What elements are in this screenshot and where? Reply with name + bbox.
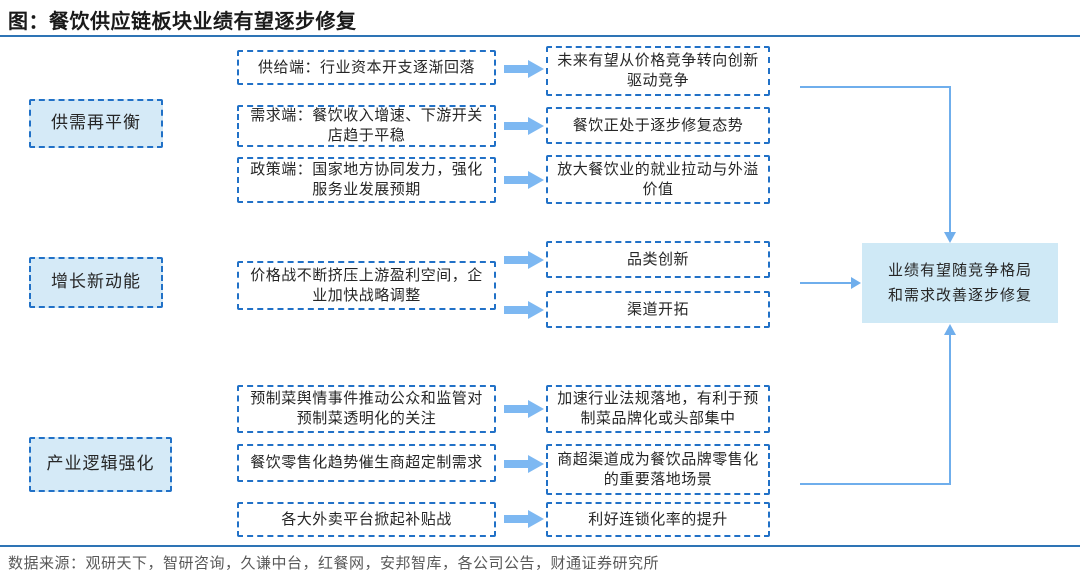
- cause-box-prepared-food-opinion: 预制菜舆情事件推动公众和监管对预制菜透明化的关注: [237, 385, 496, 433]
- figure-title: 图：餐饮供应链板块业绩有望逐步修复: [8, 11, 357, 33]
- cause-text: 价格战不断挤压上游盈利空间，企业加快战略调整: [250, 265, 483, 304]
- cause-text: 餐饮零售化趋势催生商超定制需求: [250, 453, 483, 472]
- group-label-text: 供需再平衡: [51, 113, 141, 134]
- cause-box-retailization-trend: 餐饮零售化趋势催生商超定制需求: [237, 444, 496, 482]
- right-arrow-icon: [504, 117, 544, 135]
- footer-divider: [0, 545, 1080, 547]
- effect-text: 加速行业法规落地，有利于预制菜品牌化或头部集中: [557, 389, 759, 427]
- group-label-text: 增长新动能: [51, 272, 141, 293]
- effect-text: 未来有望从价格竞争转向创新驱动竞争: [557, 51, 759, 89]
- title-divider: [0, 35, 1080, 37]
- group-label-industry-logic: 产业逻辑强化: [29, 437, 172, 492]
- cause-box-supply-side: 供给端：行业资本开支逐渐回落: [237, 50, 496, 85]
- cause-box-price-war: 价格战不断挤压上游盈利空间，企业加快战略调整: [237, 261, 496, 310]
- group-label-new-growth-drivers: 增长新动能: [29, 257, 163, 308]
- right-arrow-icon: [504, 60, 544, 78]
- effect-box-innovation-competition: 未来有望从价格竞争转向创新驱动竞争: [546, 46, 770, 96]
- effect-text: 渠道开拓: [626, 299, 689, 318]
- effect-text: 放大餐饮业的就业拉动与外溢价值: [557, 159, 759, 198]
- effect-text: 餐饮正处于逐步修复态势: [572, 115, 744, 134]
- cause-text: 需求端：餐饮收入增速、下游开关店趋于平稳: [250, 106, 483, 144]
- right-arrow-icon: [504, 251, 544, 269]
- effect-box-category-innovation: 品类创新: [546, 241, 770, 278]
- effect-box-chain-rate: 利好连锁化率的提升: [546, 502, 770, 537]
- right-arrow-icon: [504, 301, 544, 319]
- conclusion-text: 业绩有望随竞争格局和需求改善逐步修复: [888, 261, 1033, 304]
- effect-text: 商超渠道成为餐饮品牌零售化的重要落地场景: [557, 449, 759, 488]
- group-label-text: 产业逻辑强化: [46, 454, 155, 475]
- cause-text: 供给端：行业资本开支逐渐回落: [257, 57, 475, 76]
- right-arrow-icon: [504, 510, 544, 528]
- data-source-note: 数据来源：观研天下，智研咨询，久谦中台，红餐网，安邦智库，各公司公告，财通证券研…: [8, 555, 660, 572]
- effect-box-recovery-trend: 餐饮正处于逐步修复态势: [546, 107, 770, 144]
- group-label-supply-demand-rebalance: 供需再平衡: [29, 99, 163, 148]
- cause-box-demand-side: 需求端：餐饮收入增速、下游开关店趋于平稳: [237, 105, 496, 147]
- effect-box-channel-expansion: 渠道开拓: [546, 291, 770, 328]
- effect-text: 品类创新: [626, 249, 689, 268]
- cause-text: 政策端：国家地方协同发力，强化服务业发展预期: [250, 160, 483, 198]
- effect-text: 利好连锁化率的提升: [588, 509, 728, 528]
- cause-text: 预制菜舆情事件推动公众和监管对预制菜透明化的关注: [250, 389, 483, 427]
- right-arrow-icon: [504, 171, 544, 189]
- right-arrow-icon: [504, 400, 544, 418]
- cause-box-policy-side: 政策端：国家地方协同发力，强化服务业发展预期: [237, 157, 496, 203]
- cause-box-delivery-subsidy-war: 各大外卖平台掀起补贴战: [237, 502, 496, 537]
- effect-box-employment-spillover: 放大餐饮业的就业拉动与外溢价值: [546, 155, 770, 204]
- cause-text: 各大外卖平台掀起补贴战: [281, 509, 452, 528]
- effect-box-supermarket-channel: 商超渠道成为餐饮品牌零售化的重要落地场景: [546, 444, 770, 495]
- conclusion-box: 业绩有望随竞争格局和需求改善逐步修复: [862, 243, 1058, 323]
- right-arrow-icon: [504, 455, 544, 473]
- effect-box-regulation-branding: 加速行业法规落地，有利于预制菜品牌化或头部集中: [546, 385, 770, 433]
